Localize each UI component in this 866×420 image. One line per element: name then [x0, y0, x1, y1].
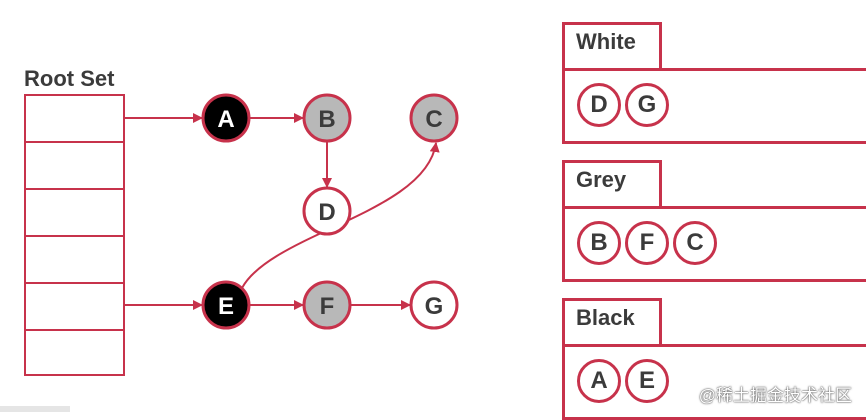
node-circle [302, 93, 352, 143]
node-circle [409, 93, 459, 143]
watermark: @稀土掘金技术社区 [698, 386, 852, 405]
node-label: B [318, 106, 335, 133]
set-title-white: White [562, 22, 662, 71]
node-c: C [409, 93, 459, 143]
root-slot-0 [26, 96, 123, 143]
node-label: E [218, 293, 234, 320]
root-set-title: Root Set [24, 66, 115, 91]
node-e: E [201, 280, 251, 330]
node-circle [201, 280, 251, 330]
set-member-e: E [625, 359, 669, 403]
node-label: F [320, 293, 335, 320]
node-circle [201, 93, 251, 143]
node-g: G [409, 280, 459, 330]
node-label: A [217, 106, 234, 133]
root-slot-4 [26, 284, 123, 331]
set-member-g: G [625, 83, 669, 127]
node-label: G [425, 293, 444, 320]
node-f: F [302, 280, 352, 330]
root-slot-2 [26, 190, 123, 237]
set-member-a: A [577, 359, 621, 403]
set-title-black: Black [562, 298, 662, 347]
root-set-stack [24, 94, 125, 376]
set-member-b: B [577, 221, 621, 265]
node-d: D [302, 186, 352, 236]
node-label: C [425, 106, 442, 133]
node-a: A [201, 93, 251, 143]
node-label: D [318, 199, 335, 226]
root-slot-3 [26, 237, 123, 284]
set-member-f: F [625, 221, 669, 265]
set-member-c: C [673, 221, 717, 265]
bottom-edge-fragment [0, 406, 70, 412]
node-circle [409, 280, 459, 330]
root-slot-1 [26, 143, 123, 190]
node-circle [302, 186, 352, 236]
node-b: B [302, 93, 352, 143]
set-member-d: D [577, 83, 621, 127]
node-circle [302, 280, 352, 330]
set-title-grey: Grey [562, 160, 662, 209]
